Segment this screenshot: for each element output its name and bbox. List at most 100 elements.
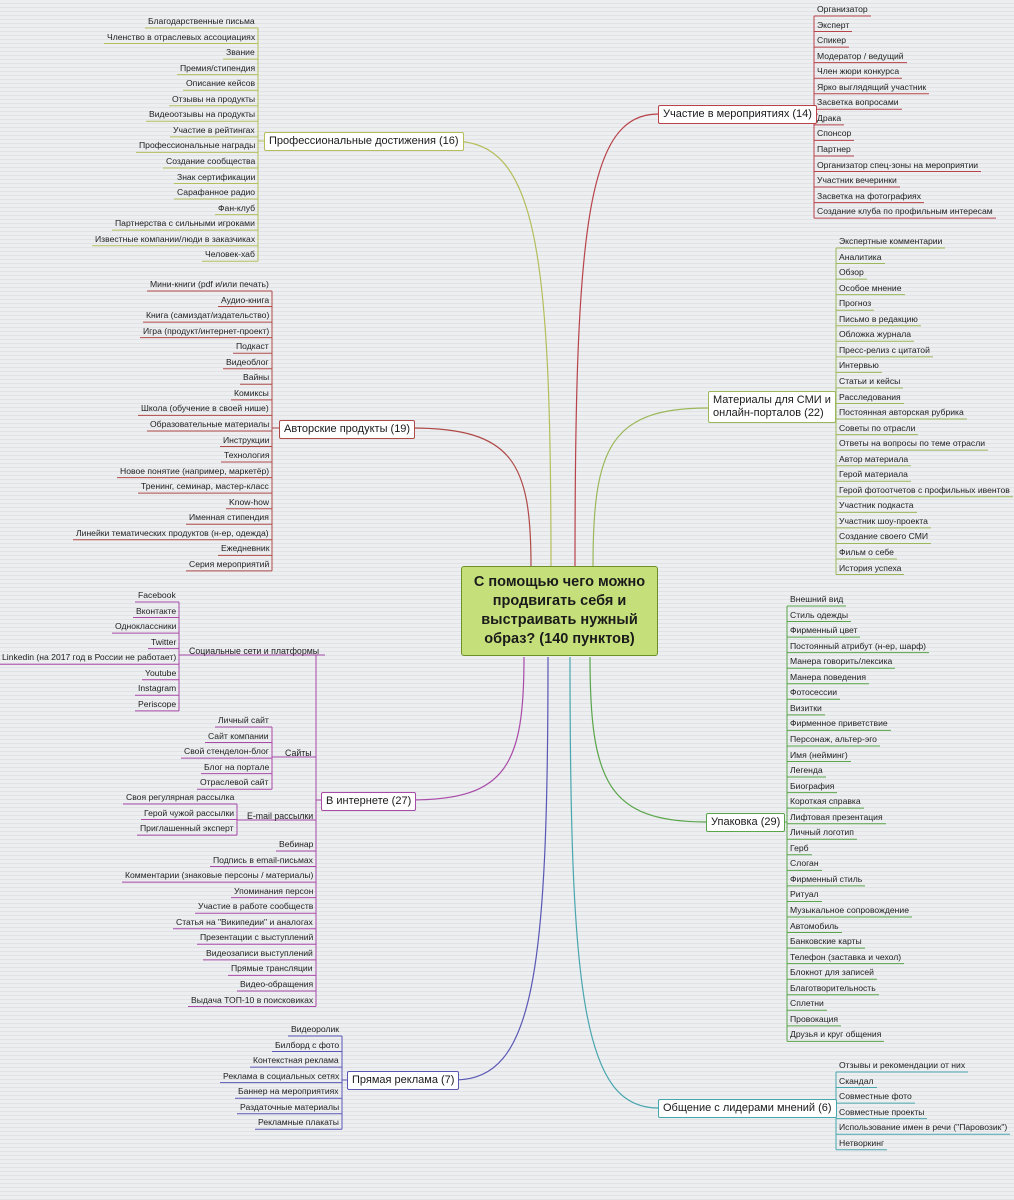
packaging-item[interactable]: Фирменное приветствие <box>790 718 888 729</box>
media-item[interactable]: Фильм о себе <box>839 547 894 557</box>
auth-item[interactable]: Комиксы <box>234 387 269 398</box>
auth-item[interactable]: Аудио-книга <box>221 294 270 305</box>
internet-item[interactable]: Видео-обращения <box>240 978 314 989</box>
prof-item[interactable]: Отзывы на продукты <box>172 93 256 104</box>
site-item[interactable]: Отраслевой сайт <box>200 777 269 788</box>
media-item[interactable]: Письмо в редакцию <box>839 313 918 324</box>
media-item[interactable]: Постоянная авторская рубрика <box>839 407 964 418</box>
auth-item[interactable]: Мини-книги (pdf и/или печать) <box>150 279 269 289</box>
internet-item[interactable]: Презентации с выступлений <box>200 932 314 943</box>
prof-item[interactable]: Звание <box>226 47 255 58</box>
auth-item[interactable]: Know-how <box>229 496 270 507</box>
media-item[interactable]: Прогноз <box>839 298 872 309</box>
packaging-item[interactable]: Личный логотип <box>790 827 854 838</box>
site-item[interactable]: Блог на портале <box>204 761 270 772</box>
site-item[interactable]: Сайт компании <box>208 730 269 741</box>
leader-item[interactable]: Скандал <box>839 1075 874 1086</box>
media-item[interactable]: Ответы на вопросы по теме отрасли <box>839 438 986 449</box>
internet-item[interactable]: Выдача ТОП-10 в поисковиках <box>191 994 314 1005</box>
prof-item[interactable]: Известные компании/люди в заказчиках <box>95 233 256 244</box>
prof-item[interactable]: Человек-хаб <box>205 249 255 260</box>
prof-item[interactable]: Членство в отраслевых ассоциациях <box>107 31 256 42</box>
packaging-item[interactable]: Банковские карты <box>790 936 862 947</box>
prof-item[interactable]: Сарафанное радио <box>177 187 256 198</box>
internet-item[interactable]: Вебинар <box>279 839 314 849</box>
email-item[interactable]: Своя регулярная рассылка <box>126 792 235 802</box>
event-item[interactable]: Засветка вопросами <box>817 97 899 108</box>
media-item[interactable]: Интервью <box>839 360 879 371</box>
social-item[interactable]: Twitter <box>151 636 177 647</box>
leader-item[interactable]: Совместные проекты <box>839 1106 925 1117</box>
event-item[interactable]: Участник вечеринки <box>817 175 897 186</box>
event-item[interactable]: Спикер <box>817 35 847 46</box>
auth-item[interactable]: Игра (продукт/интернет-проект) <box>143 325 270 336</box>
packaging-item[interactable]: Постоянный атрибут (н-ер, шарф) <box>790 640 927 651</box>
media-item[interactable]: Статьи и кейсы <box>839 375 901 386</box>
event-item[interactable]: Ярко выглядящий участник <box>817 81 927 92</box>
packaging-item[interactable]: Телефон (заставка и чехол) <box>790 951 902 962</box>
packaging-item[interactable]: Ритуал <box>790 889 819 900</box>
ads-item[interactable]: Реклама в социальных сетях <box>223 1070 340 1081</box>
branch-internet[interactable]: В интернете (27) <box>321 792 417 811</box>
subtopic-social-networks[interactable]: Социальные сети и платформы <box>189 646 320 656</box>
prof-item[interactable]: Партнерства с сильными игроками <box>115 218 255 229</box>
branch-opinion-leaders[interactable]: Общение с лидерами мнений (6) <box>658 1099 837 1118</box>
packaging-item[interactable]: Фирменный цвет <box>790 625 858 636</box>
prof-item[interactable]: Видеоотзывы на продукты <box>149 109 256 120</box>
media-item[interactable]: Создание своего СМИ <box>839 531 929 542</box>
packaging-item[interactable]: Персонаж, альтер-эго <box>790 733 877 744</box>
media-item[interactable]: Обложка журнала <box>839 329 912 340</box>
packaging-item[interactable]: Визитки <box>790 702 822 713</box>
packaging-item[interactable]: Музыкальное сопровождение <box>790 905 909 915</box>
media-item[interactable]: Советы по отрасли <box>839 422 916 433</box>
packaging-item[interactable]: Слоган <box>790 858 819 869</box>
social-item[interactable]: Linkedin (на 2017 год в России не работа… <box>2 652 177 663</box>
ads-item[interactable]: Билборд с фото <box>275 1039 340 1050</box>
auth-item[interactable]: Линейки тематических продуктов (н-ер, од… <box>76 527 269 538</box>
internet-item[interactable]: Подпись в email-письмах <box>213 854 313 865</box>
event-item[interactable]: Эксперт <box>817 19 850 30</box>
auth-item[interactable]: Ежедневник <box>221 543 270 554</box>
branch-packaging[interactable]: Упаковка (29) <box>706 813 786 832</box>
branch-author-products[interactable]: Авторские продукты (19) <box>279 420 416 439</box>
auth-item[interactable]: Подкаст <box>236 341 269 352</box>
auth-item[interactable]: Инструкции <box>223 434 270 445</box>
ads-item[interactable]: Видеоролик <box>291 1024 340 1034</box>
leader-item[interactable]: Отзывы и рекомендации от них <box>839 1060 966 1070</box>
prof-item[interactable]: Профессиональные награды <box>139 140 256 151</box>
branch-event-participation[interactable]: Участие в мероприятиях (14) <box>658 105 817 124</box>
packaging-item[interactable]: Благотворительность <box>790 982 876 993</box>
leader-item[interactable]: Нетворкинг <box>839 1137 885 1148</box>
prof-item[interactable]: Премия/стипендия <box>180 62 256 73</box>
media-item[interactable]: Участник шоу-проекта <box>839 515 928 526</box>
site-item[interactable]: Личный сайт <box>218 715 269 725</box>
media-item[interactable]: Обзор <box>839 267 864 278</box>
event-item[interactable]: Спонсор <box>817 128 852 139</box>
event-item[interactable]: Создание клуба по профильным интересам <box>817 206 993 217</box>
packaging-item[interactable]: Герб <box>790 842 809 853</box>
social-item[interactable]: Вконтакте <box>136 605 177 616</box>
ads-item[interactable]: Рекламные плакаты <box>258 1117 339 1128</box>
branch-direct-advertising[interactable]: Прямая реклама (7) <box>347 1071 460 1090</box>
internet-item[interactable]: Видеозаписи выступлений <box>206 947 313 958</box>
media-item[interactable]: Расследования <box>839 391 901 402</box>
auth-item[interactable]: Новое понятие (например, маркетёр) <box>120 465 270 476</box>
prof-item[interactable]: Знак сертификации <box>177 171 256 182</box>
packaging-item[interactable]: Фотосессии <box>790 687 838 698</box>
leader-item[interactable]: Использование имен в речи ("Паровозик") <box>839 1122 1008 1133</box>
event-item[interactable]: Организатор <box>817 4 868 14</box>
packaging-item[interactable]: Друзья и круг общения <box>790 1029 882 1040</box>
auth-item[interactable]: Школа (обучение в своей нише) <box>141 403 269 414</box>
packaging-item[interactable]: Лифтовая презентация <box>790 811 883 822</box>
prof-item[interactable]: Благодарственные письма <box>148 16 255 26</box>
media-item[interactable]: Особое мнение <box>839 282 902 293</box>
media-item[interactable]: Пресс-релиз с цитатой <box>839 344 930 355</box>
event-item[interactable]: Засветка на фотографиях <box>817 190 921 201</box>
auth-item[interactable]: Именная стипендия <box>189 512 269 523</box>
event-item[interactable]: Модератор / ведущий <box>817 50 904 61</box>
social-item[interactable]: Youtube <box>145 667 177 678</box>
event-item[interactable]: Член жюри конкурса <box>817 66 900 77</box>
media-item[interactable]: Участник подкаста <box>839 500 914 511</box>
prof-item[interactable]: Описание кейсов <box>186 78 256 89</box>
packaging-item[interactable]: Манера говорить/лексика <box>790 656 893 667</box>
